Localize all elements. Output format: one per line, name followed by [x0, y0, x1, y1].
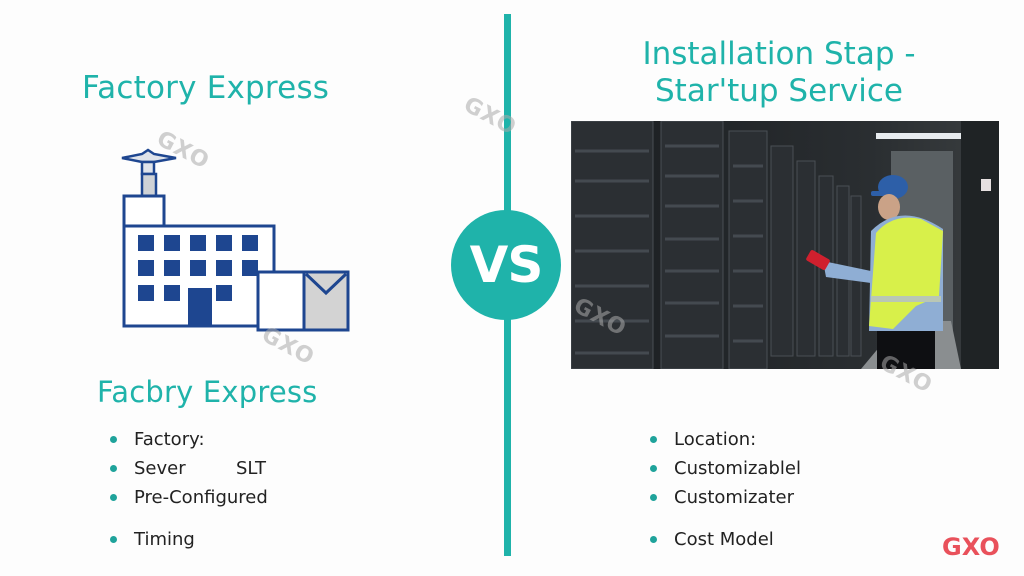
left-title: Factory Express: [82, 70, 330, 106]
left-subtitle: Facbry Express: [97, 375, 318, 409]
list-item: Customizablel: [650, 454, 801, 483]
list-item: Cost Model: [650, 525, 801, 554]
bullet-dot-icon: [110, 436, 117, 443]
right-title: Installation Stap - Star'tup Service: [642, 36, 916, 109]
brand-logo: GXO: [942, 533, 1000, 561]
bullet-dot-icon: [650, 436, 657, 443]
list-item: Timing: [110, 525, 268, 554]
list-item: Pre-Configured: [110, 483, 268, 512]
bullet-dot-icon: [110, 536, 117, 543]
server-room-photo: [571, 121, 999, 369]
bullet-dot-icon: [110, 494, 117, 501]
list-item: Factory:: [110, 425, 268, 454]
bullet-dot-icon: [650, 536, 657, 543]
bullet-dot-icon: [110, 465, 117, 472]
factory-icon: [118, 148, 352, 338]
vs-badge: VS: [451, 210, 561, 320]
list-item: Location:: [650, 425, 801, 454]
list-item: Customizater: [650, 483, 801, 512]
bullet-dot-icon: [650, 494, 657, 501]
bullet-extra: SLT: [236, 458, 266, 479]
bullet-dot-icon: [650, 465, 657, 472]
watermark: GXO: [459, 92, 521, 141]
right-bullet-list: Location: Customizablel Customizater Cos…: [650, 425, 801, 554]
